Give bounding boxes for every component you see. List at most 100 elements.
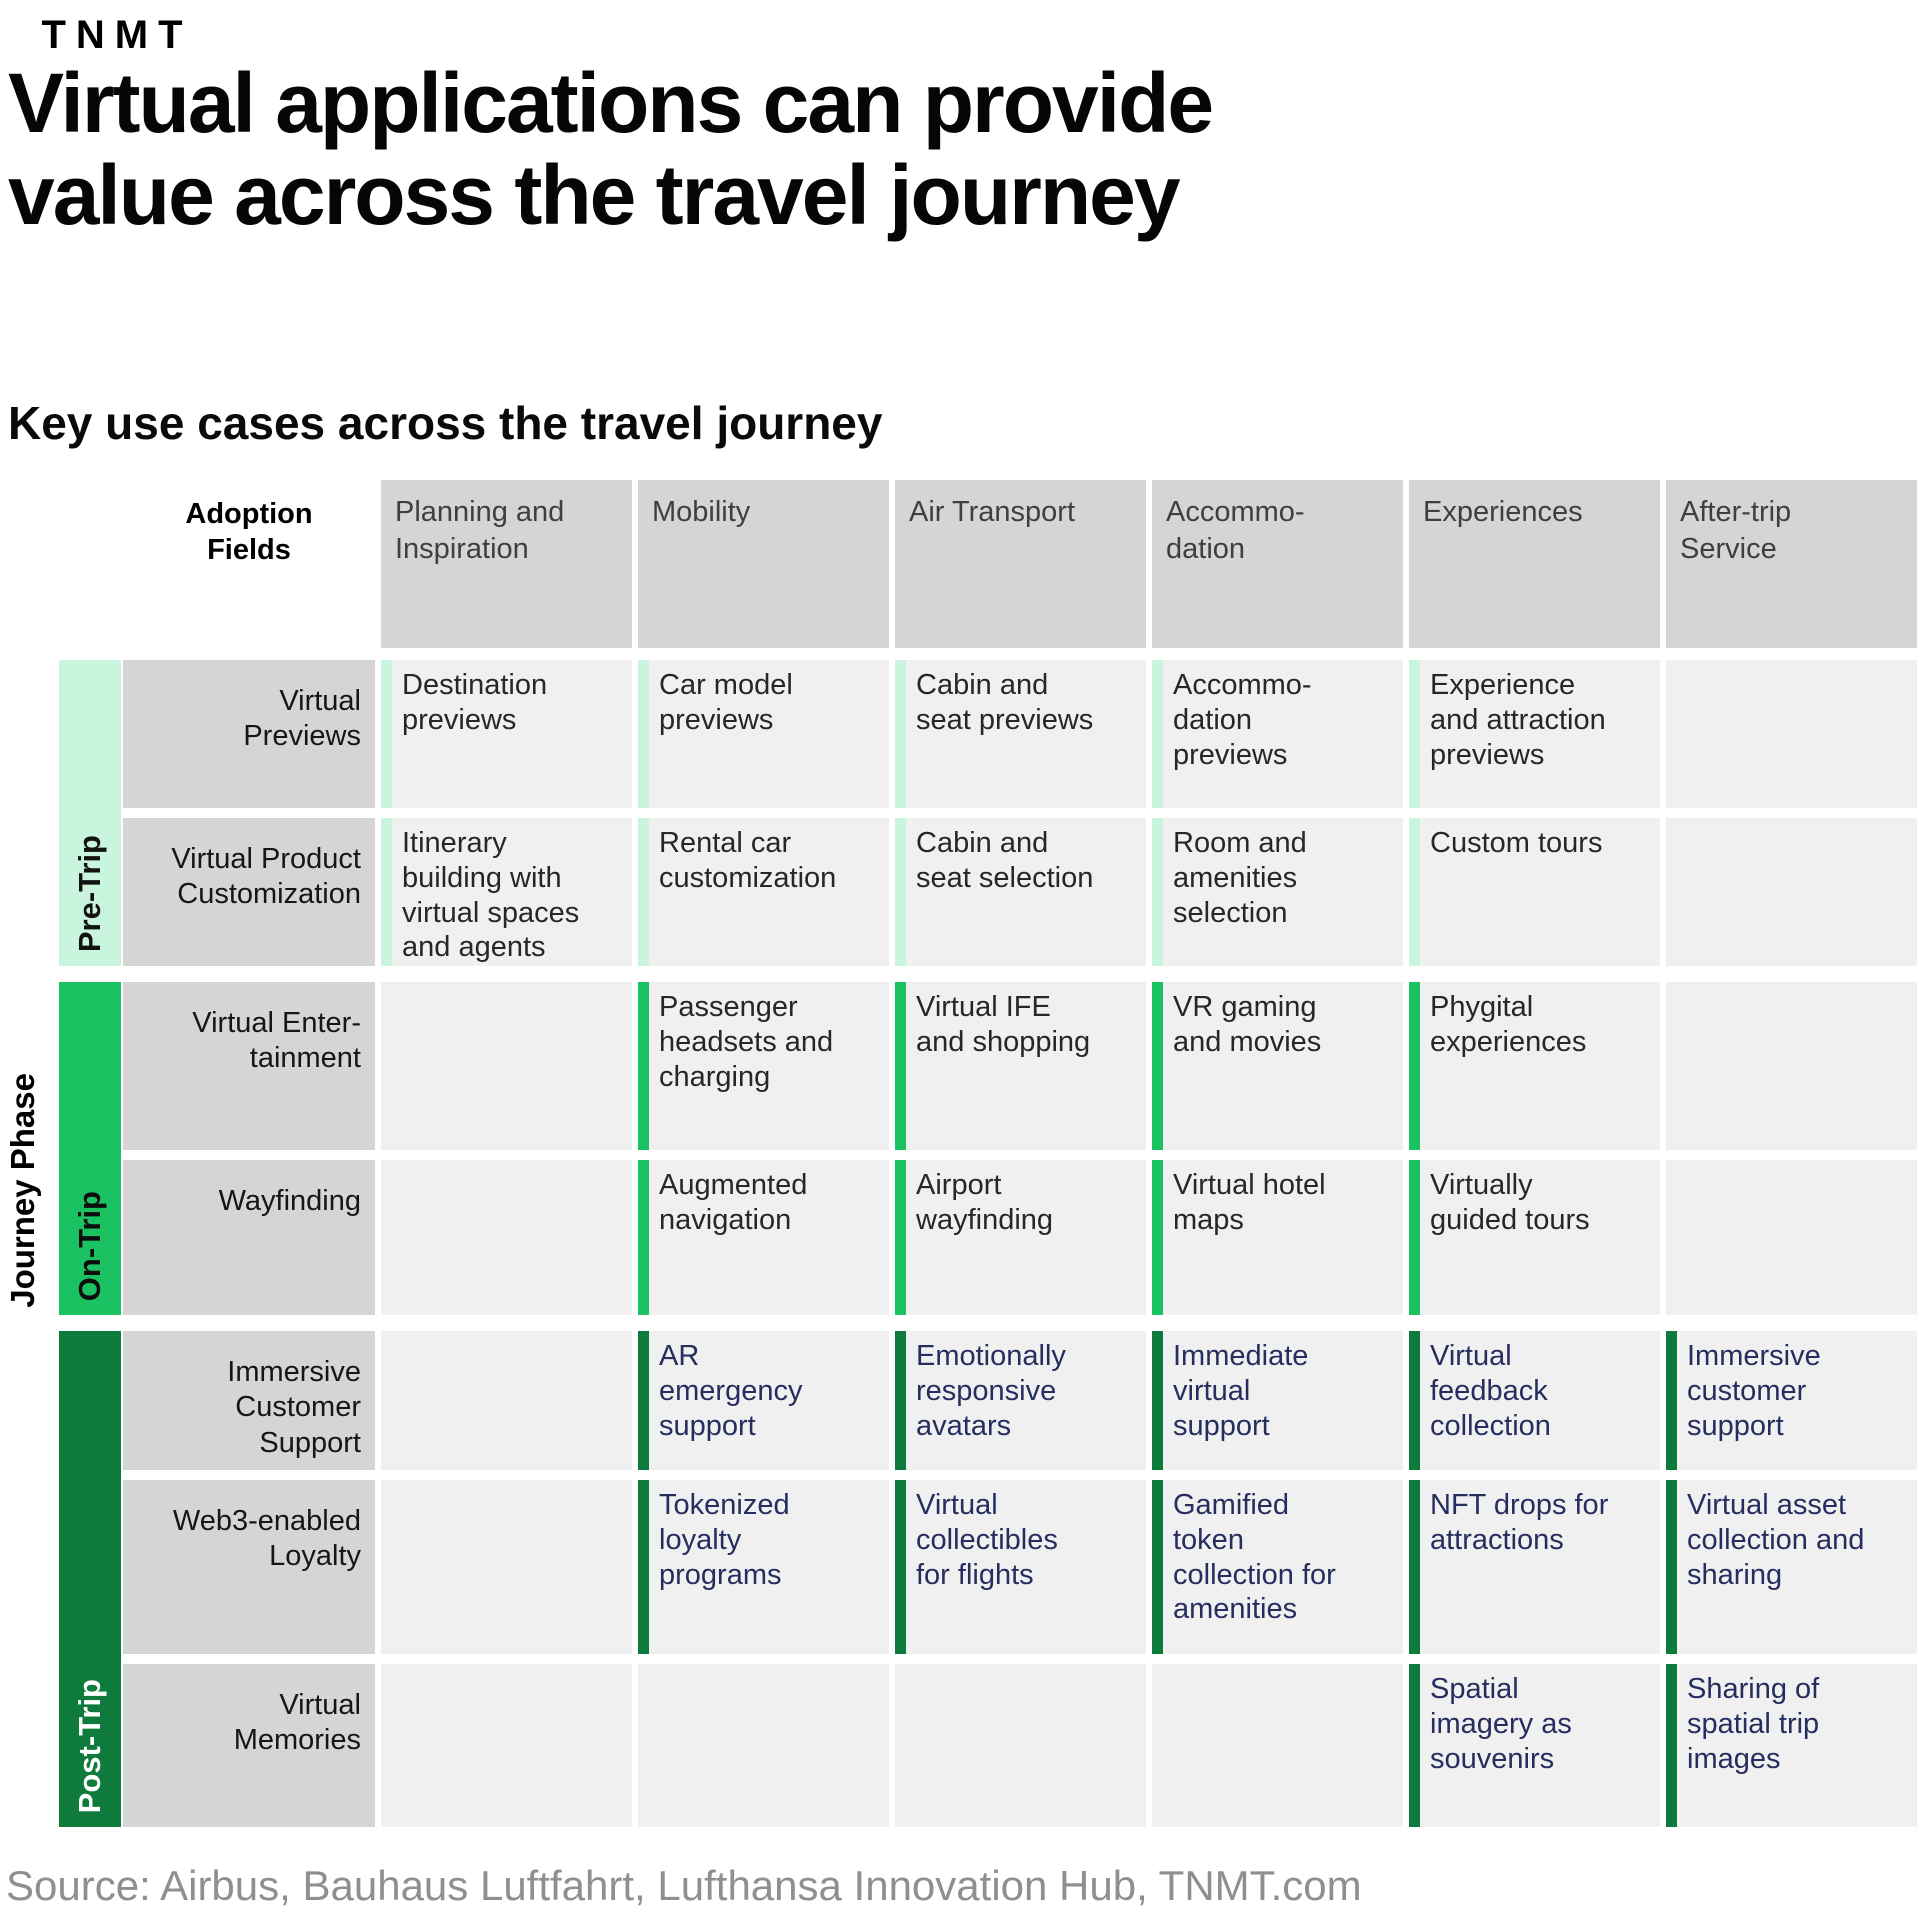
cell-text: Cabin and seat previews	[916, 669, 1094, 736]
cell-accent-strip	[895, 982, 906, 1150]
cell-text: Virtual feedback collection	[1430, 1340, 1551, 1442]
phase-label: Pre-Trip	[72, 834, 107, 952]
cell-accent-strip	[1152, 1331, 1163, 1470]
matrix-cell: Accommo- dation previews	[1152, 660, 1403, 808]
matrix-cell: Tokenized loyalty programs	[638, 1480, 889, 1654]
cell-text: VR gaming and movies	[1173, 991, 1322, 1058]
cell-accent-strip	[381, 660, 392, 808]
cell-text: Augmented navigation	[659, 1169, 808, 1236]
matrix-cell: Virtual collectibles for flights	[895, 1480, 1146, 1654]
chart-subtitle: Key use cases across the travel journey	[8, 397, 883, 449]
cell-accent-strip	[638, 660, 649, 808]
cell-accent-strip	[381, 818, 392, 966]
matrix-cell: NFT drops for attractions	[1409, 1480, 1660, 1654]
matrix-cell: Gamified token collection for amenities	[1152, 1480, 1403, 1654]
matrix-cell	[1152, 1664, 1403, 1827]
row-label: Virtual Memories	[123, 1664, 375, 1827]
matrix-cell	[1666, 982, 1917, 1150]
matrix-cell	[381, 982, 632, 1150]
matrix-cell	[895, 1664, 1146, 1827]
cell-accent-strip	[1666, 1664, 1677, 1827]
cell-text: Airport wayfinding	[916, 1169, 1054, 1236]
cell-accent-strip	[1409, 818, 1420, 966]
matrix-cell: Sharing of spatial trip images	[1666, 1664, 1917, 1827]
cell-text: Immediate virtual support	[1173, 1340, 1309, 1442]
cell-accent-strip	[895, 660, 906, 808]
cell-text: Tokenized loyalty programs	[659, 1489, 790, 1591]
cell-accent-strip	[1409, 1160, 1420, 1315]
matrix-cell: Room and amenities selection	[1152, 818, 1403, 966]
cell-text: Rental car customization	[659, 827, 837, 894]
row-label: Virtual Enter- tainment	[123, 982, 375, 1150]
cell-accent-strip	[1409, 1664, 1420, 1827]
corner-label-adoption-fields: Adoption Fields	[185, 498, 313, 567]
cell-text: Car model previews	[659, 669, 793, 736]
matrix-cell: Cabin and seat previews	[895, 660, 1146, 808]
page-title: Virtual applications can provide value a…	[8, 56, 1214, 242]
cell-accent-strip	[1152, 1160, 1163, 1315]
matrix-cell	[1666, 1160, 1917, 1315]
phase-band: Post-Trip	[59, 1331, 121, 1827]
matrix-cell: Virtually guided tours	[1409, 1160, 1660, 1315]
matrix-cell: Immediate virtual support	[1152, 1331, 1403, 1470]
phase-label: On-Trip	[72, 1190, 107, 1301]
matrix-cell	[638, 1664, 889, 1827]
cell-text: Custom tours	[1430, 827, 1603, 859]
cell-text: AR emergency support	[659, 1340, 803, 1442]
cell-text: Virtual asset collection and sharing	[1687, 1489, 1865, 1591]
row-label: Wayfinding	[123, 1160, 375, 1315]
cell-accent-strip	[638, 818, 649, 966]
cell-text: Emotionally responsive avatars	[916, 1340, 1066, 1442]
journey-phase-axis-text: Journey Phase	[4, 1072, 41, 1308]
cell-accent-strip	[895, 818, 906, 966]
matrix-cell: Immersive customer support	[1666, 1331, 1917, 1470]
cell-text: Spatial imagery as souvenirs	[1430, 1673, 1572, 1775]
phase-band: Pre-Trip	[59, 660, 121, 966]
cell-accent-strip	[895, 1480, 906, 1654]
row-label: Virtual Previews	[123, 660, 375, 808]
journey-phase-axis-label: Journey Phase	[0, 660, 46, 1720]
matrix-cell: Virtual feedback collection	[1409, 1331, 1660, 1470]
matrix-cell	[381, 1331, 632, 1470]
cell-accent-strip	[1152, 1480, 1163, 1654]
matrix-cell: Experience and attraction previews	[1409, 660, 1660, 808]
matrix-cell: AR emergency support	[638, 1331, 889, 1470]
cell-text: Destination previews	[402, 669, 548, 736]
matrix-cell	[1666, 818, 1917, 966]
matrix-cell: Virtual IFE and shopping	[895, 982, 1146, 1150]
cell-text: Virtually guided tours	[1430, 1169, 1590, 1236]
matrix-cell: Passenger headsets and charging	[638, 982, 889, 1150]
matrix-cell: Custom tours	[1409, 818, 1660, 966]
cell-text: Sharing of spatial trip images	[1687, 1673, 1820, 1775]
matrix-cell: Cabin and seat selection	[895, 818, 1146, 966]
cell-accent-strip	[895, 1160, 906, 1315]
cell-text: Virtual collectibles for flights	[916, 1489, 1058, 1591]
cell-accent-strip	[1152, 982, 1163, 1150]
cell-accent-strip	[1409, 660, 1420, 808]
column-header: Planning and Inspiration	[381, 480, 632, 648]
cell-text: Virtual hotel maps	[1173, 1169, 1326, 1236]
matrix-cell: Augmented navigation	[638, 1160, 889, 1315]
matrix-cell: Phygital experiences	[1409, 982, 1660, 1150]
matrix-cell: Car model previews	[638, 660, 889, 808]
cell-text: NFT drops for attractions	[1430, 1489, 1609, 1556]
cell-accent-strip	[638, 1160, 649, 1315]
cell-accent-strip	[1409, 1331, 1420, 1470]
cell-accent-strip	[638, 1331, 649, 1470]
matrix-cell: VR gaming and movies	[1152, 982, 1403, 1150]
cell-text: Phygital experiences	[1430, 991, 1587, 1058]
cell-text: Cabin and seat selection	[916, 827, 1094, 894]
source-line: Source: Airbus, Bauhaus Luftfahrt, Lufth…	[6, 1862, 1362, 1909]
cell-text: Virtual IFE and shopping	[916, 991, 1091, 1058]
tnmt-logo: TNMT	[8, 8, 226, 62]
cell-accent-strip	[1409, 1480, 1420, 1654]
matrix-cell: Spatial imagery as souvenirs	[1409, 1664, 1660, 1827]
phase-band: On-Trip	[59, 982, 121, 1315]
cell-accent-strip	[638, 982, 649, 1150]
cell-text: Accommo- dation previews	[1173, 669, 1312, 771]
cell-text: Passenger headsets and charging	[659, 991, 834, 1093]
matrix-cell	[381, 1160, 632, 1315]
matrix-cell	[381, 1664, 632, 1827]
matrix-cell: Virtual hotel maps	[1152, 1160, 1403, 1315]
